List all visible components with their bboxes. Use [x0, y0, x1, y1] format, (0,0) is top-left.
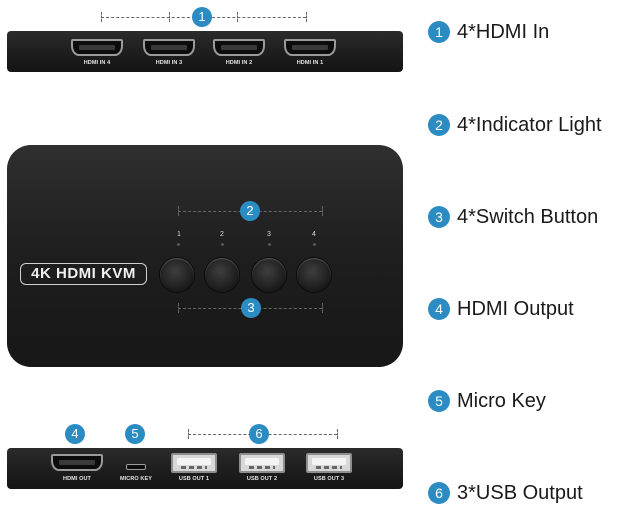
usb-port-icon: [239, 453, 285, 473]
led-number-3: 3: [267, 231, 271, 238]
callout-1-tick: [306, 12, 307, 22]
switch-button-1[interactable]: [160, 258, 194, 292]
kvm-front-panel-outputs: HDMI OUT MICRO KEY USB OUT 1 USB OUT 2 U…: [7, 448, 403, 489]
hdmi-port-icon: [284, 39, 336, 56]
usb-port-icon: [171, 453, 217, 473]
callout-2-tick: [322, 206, 323, 216]
callout-2-tick: [178, 206, 179, 216]
kvm-switch-body: 1 2 3 4: [7, 145, 403, 367]
callout-6-tick: [337, 429, 338, 439]
callout-3-tick: [322, 303, 323, 313]
legend-text: 4*Indicator Light: [457, 113, 602, 136]
callout-1-tick: [237, 12, 238, 22]
callout-4-badge: 4: [65, 424, 85, 444]
switch-button-4[interactable]: [297, 258, 331, 292]
legend-badge: 2: [428, 114, 450, 136]
port-label-hdmi-in-4: HDMI IN 4: [83, 60, 111, 66]
micro-usb-port-icon: [126, 464, 146, 470]
led-number-1: 1: [177, 231, 181, 238]
legend-item-1: 1 4*HDMI In: [428, 21, 549, 43]
indicator-light: [177, 243, 180, 246]
callout-3-badge: 3: [241, 298, 261, 318]
indicator-light: [268, 243, 271, 246]
callout-5-badge: 5: [125, 424, 145, 444]
legend-item-2: 2 4*Indicator Light: [428, 114, 602, 136]
legend-text: HDMI Output: [457, 297, 574, 320]
switch-button-2[interactable]: [205, 258, 239, 292]
kvm-rear-panel-inputs: HDMI IN 4 HDMI IN 3 HDMI IN 2 HDMI IN 1: [7, 31, 403, 72]
port-label-usb-out-1: USB OUT 1: [178, 476, 210, 482]
legend-item-4: 4 HDMI Output: [428, 298, 574, 320]
callout-1-tick: [101, 12, 102, 22]
hdmi-port-icon: [143, 39, 195, 56]
legend-text: 3*USB Output: [457, 481, 583, 504]
port-label-usb-out-2: USB OUT 2: [246, 476, 278, 482]
port-label-hdmi-in-3: HDMI IN 3: [155, 60, 183, 66]
switch-button-3[interactable]: [252, 258, 286, 292]
brand-logo: 4K HDMI KVM: [20, 263, 147, 285]
port-label-micro-key: MICRO KEY: [119, 476, 153, 482]
legend-item-5: 5 Micro Key: [428, 390, 546, 412]
callout-6-tick: [188, 429, 189, 439]
led-number-4: 4: [312, 231, 316, 238]
legend-item-3: 3 4*Switch Button: [428, 206, 598, 228]
led-number-2: 2: [220, 231, 224, 238]
callout-1-tick: [169, 12, 170, 22]
hdmi-port-icon: [51, 454, 103, 471]
legend-badge: 3: [428, 206, 450, 228]
legend-badge: 1: [428, 21, 450, 43]
usb-port-icon: [306, 453, 352, 473]
indicator-light: [313, 243, 316, 246]
callout-3-tick: [178, 303, 179, 313]
callout-2-badge: 2: [240, 201, 260, 221]
hdmi-port-icon: [71, 39, 123, 56]
port-label-hdmi-in-2: HDMI IN 2: [225, 60, 253, 66]
port-label-usb-out-3: USB OUT 3: [313, 476, 345, 482]
callout-1-badge: 1: [192, 7, 212, 27]
port-label-hdmi-in-1: HDMI IN 1: [296, 60, 324, 66]
legend-text: 4*HDMI In: [457, 20, 550, 43]
legend-text: 4*Switch Button: [457, 205, 599, 228]
callout-6-badge: 6: [249, 424, 269, 444]
legend-text: Micro Key: [457, 389, 546, 412]
legend-badge: 5: [428, 390, 450, 412]
port-label-hdmi-out: HDMI OUT: [63, 476, 91, 482]
legend-badge: 4: [428, 298, 450, 320]
indicator-light: [221, 243, 224, 246]
hdmi-port-icon: [213, 39, 265, 56]
legend-item-6: 6 3*USB Output: [428, 482, 583, 504]
legend-badge: 6: [428, 482, 450, 504]
